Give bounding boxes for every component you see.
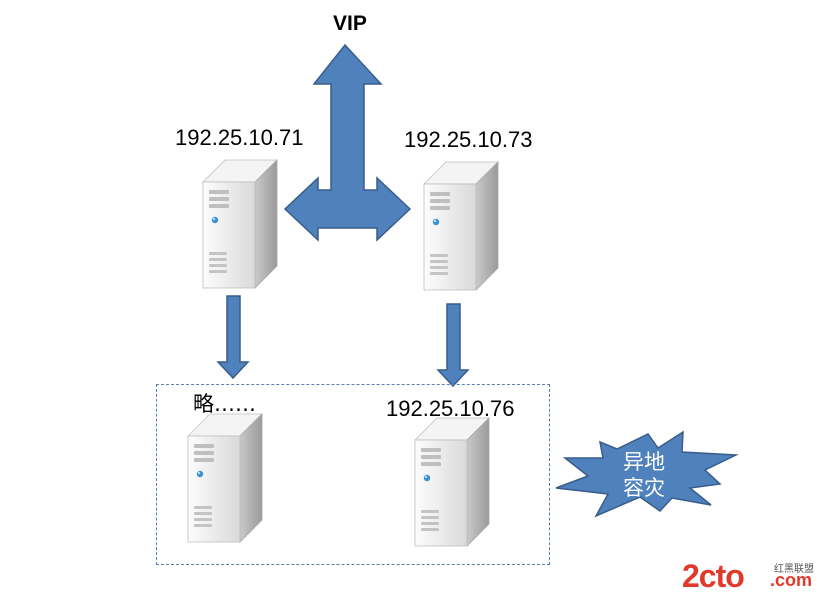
server-label-omitted: 略…… [193, 392, 256, 416]
disaster-recovery-zone [156, 384, 550, 565]
watermark-tagline: 红黑联盟 [774, 564, 814, 575]
watermark-logo: 2cto 红黑联盟 .com [682, 552, 821, 597]
server-icon [202, 159, 278, 289]
burst-label: 异地 容灾 [614, 449, 674, 501]
watermark-suffix: .com [770, 570, 813, 590]
watermark-brand: 2cto [682, 558, 745, 594]
replication-arrow-right [436, 303, 470, 388]
burst-label-line1: 异地 [623, 450, 665, 474]
server-label-dr: 192.25.10.76 [386, 396, 515, 421]
disaster-recovery-burst [555, 430, 739, 518]
vip-arrow [283, 43, 412, 242]
server-icon [423, 161, 499, 291]
server-label-secondary: 192.25.10.73 [404, 127, 533, 152]
vip-label: VIP [333, 12, 367, 35]
replication-arrow-left [216, 295, 250, 380]
burst-label-line2: 容灾 [623, 476, 665, 500]
server-label-primary: 192.25.10.71 [175, 125, 304, 150]
